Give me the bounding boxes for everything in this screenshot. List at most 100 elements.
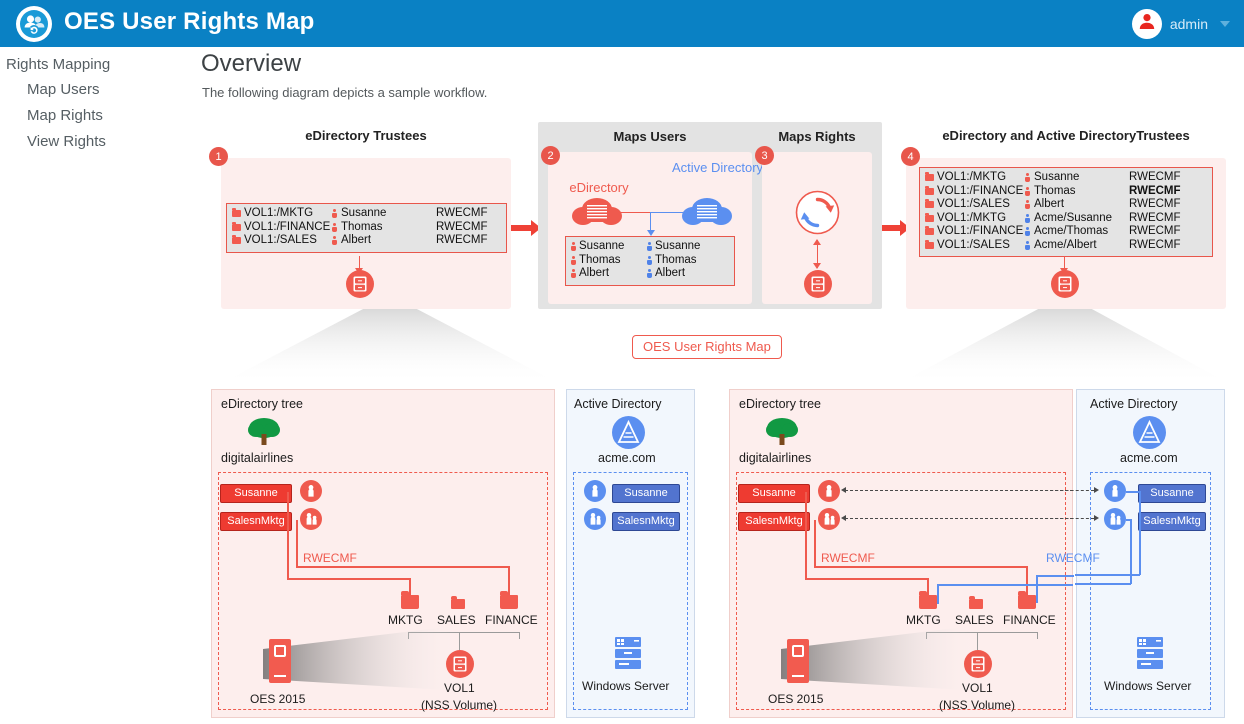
panel-badge-3: 3 (755, 146, 774, 165)
sidebar-item-map-rights[interactable]: Map Rights (27, 107, 103, 124)
chevron-down-icon[interactable] (1220, 20, 1230, 27)
ad-rights-line (1036, 575, 1038, 603)
avatar (1131, 8, 1162, 39)
page-title: OES User Rights Map (64, 8, 315, 35)
windows-server-icon (615, 637, 641, 669)
path-cell: VOL1:/FINANCE (244, 220, 331, 233)
edir-user-cell: Thomas (579, 253, 621, 266)
rights-cell: RWECMF (1129, 171, 1181, 183)
user-mapping-dashed-line (1040, 490, 1094, 491)
volume-type-label: (NSS Volume) (421, 698, 498, 712)
volume-name-label: VOL1 (444, 681, 475, 695)
active-directory-icon (612, 416, 645, 449)
activedirectory-cloud-label: Active Directory (672, 160, 764, 175)
user-icon (647, 255, 652, 265)
table-row: VOL1:/FINANCE Acme/Thomas RWECMF (925, 225, 1207, 239)
sidebar-item-map-users[interactable]: Map Users (27, 81, 100, 98)
ad-rights-line (1139, 491, 1141, 575)
path-cell: VOL1:/SALES (244, 234, 317, 246)
tree-icon (248, 418, 280, 445)
panel-caption-1: eDirectory Trustees (305, 128, 427, 143)
folder-label-sales: SALES (437, 613, 476, 627)
users-sync-icon (20, 10, 48, 38)
folder-icon (925, 185, 934, 195)
user-cell: Acme/Susanne (1034, 211, 1112, 224)
sidebar-group-rights-mapping[interactable]: Rights Mapping (6, 56, 111, 73)
path-cell: VOL1:/MKTG (244, 207, 314, 219)
rights-cell: RWECMF (436, 234, 488, 246)
user-cell: Acme/Thomas (1034, 225, 1109, 237)
merge-line-red (617, 212, 650, 213)
volume-icon (964, 650, 992, 678)
rights-line (927, 578, 929, 603)
panel-badge-2: 2 (541, 146, 560, 165)
user-icon (647, 242, 652, 252)
username-label: admin (1169, 15, 1208, 32)
group-circle-icon (1104, 508, 1126, 530)
user-icon (1025, 213, 1030, 223)
group-mapping-arrow (841, 515, 846, 521)
map-users-list: Susanne Susanne Thomas Thomas Albert Alb… (565, 236, 735, 286)
user-icon (571, 255, 576, 265)
group-tag: SalesnMktg (220, 512, 292, 531)
group-circle-icon (584, 508, 606, 530)
rights-line (296, 520, 298, 568)
ad-content-box (573, 472, 688, 710)
table-row: Susanne Susanne (571, 240, 729, 254)
rights-cell: RWECMF (1129, 184, 1181, 197)
user-cell: Acme/Albert (1034, 238, 1097, 251)
trustees-before-list: VOL1:/MKTG Susanne RWECMF VOL1:/FINANCE … (226, 203, 507, 253)
edir-user-cell: Albert (579, 267, 610, 279)
server-label: OES 2015 (768, 692, 824, 706)
path-cell: VOL1:/SALES (937, 238, 1010, 251)
rights-line (814, 566, 1028, 568)
folder-finance-icon (1018, 591, 1036, 609)
user-cell: Susanne (341, 207, 387, 219)
user-menu[interactable]: admin (1131, 0, 1234, 47)
folder-sales-icon (969, 596, 983, 609)
user-cell: Thomas (341, 220, 383, 233)
panel-badge-1: 1 (209, 147, 228, 166)
folder-icon (232, 221, 241, 231)
folder-label-sales: SALES (955, 613, 994, 627)
detail-right-ad-panel: Active Directory acme.com Susanne Salesn… (1040, 389, 1225, 718)
group-tag: SalesnMktg (1138, 512, 1206, 531)
windows-server-icon (1137, 637, 1163, 669)
ad-rights-line (937, 584, 1073, 586)
merge-line-blue (650, 212, 683, 213)
sidebar-item-view-rights[interactable]: View Rights (27, 133, 106, 150)
rights-cell: RWECMF (1129, 198, 1181, 210)
flow-arrow-2 (882, 225, 902, 231)
connector-line (1064, 256, 1065, 270)
tree-icon (766, 418, 798, 445)
user-icon (1025, 227, 1030, 237)
flow-arrow-1-head (531, 220, 541, 236)
user-cell: Albert (1034, 198, 1065, 210)
user-circle-icon (1104, 480, 1126, 502)
oes-user-rights-map-chip: OES User Rights Map (632, 335, 782, 359)
user-icon (647, 269, 652, 279)
volume-type-label: (NSS Volume) (939, 698, 1016, 712)
rights-label: RWECMF (303, 551, 357, 565)
user-mapping-arrow (1094, 487, 1099, 493)
beam-left (220, 308, 560, 384)
edirectory-content-box (736, 472, 1066, 710)
detail-left-edirectory-panel: eDirectory tree digitalairlines Susanne … (211, 389, 555, 718)
user-tag: Susanne (220, 484, 292, 503)
panel-caption-4: eDirectory and Active DirectoryTrustees (942, 128, 1190, 143)
ad-rights-label: RWECMF (1046, 551, 1100, 565)
edirectory-tree-name: digitalairlines (221, 451, 294, 465)
group-mapping-arrow (1094, 515, 1099, 521)
edirectory-content-box (218, 472, 548, 710)
user-avatar-icon (1137, 11, 1157, 36)
table-row: Albert Albert (571, 267, 729, 281)
table-row: VOL1:/FINANCE Thomas RWECMF (232, 221, 501, 235)
panel-caption-3: Maps Rights (778, 129, 856, 144)
user-icon (1025, 240, 1030, 250)
user-icon (1025, 200, 1030, 210)
ad-rights-line (1075, 583, 1131, 585)
folder-label-finance: FINANCE (485, 613, 538, 627)
folder-mktg-icon (919, 591, 937, 609)
server-beam (263, 625, 463, 691)
folder-icon (925, 199, 934, 209)
